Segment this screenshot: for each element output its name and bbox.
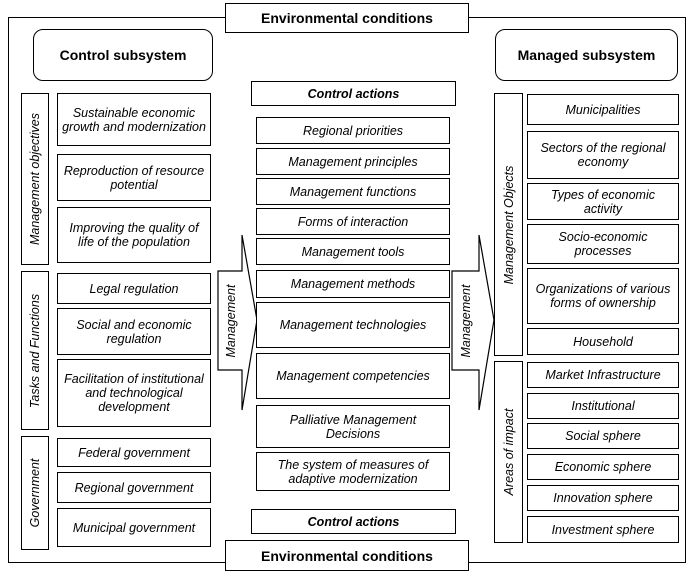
left-management-arrow bbox=[217, 234, 258, 411]
environment-top: Environmental conditions bbox=[225, 3, 469, 33]
managed-item: Market Infrastructure bbox=[527, 362, 679, 388]
managed-item: Household bbox=[527, 328, 679, 355]
center-item: Regional priorities bbox=[256, 117, 450, 144]
control-actions-header-top: Control actions bbox=[251, 81, 456, 106]
center-item: Palliative Management Decisions bbox=[256, 405, 450, 448]
arrow-label-text: Management bbox=[223, 284, 238, 358]
center-item: Management competencies bbox=[256, 353, 450, 399]
center-item: Management methods bbox=[256, 270, 450, 298]
control-item: Federal government bbox=[57, 438, 211, 467]
control-item: Social and economic regulation bbox=[57, 308, 211, 355]
group-label-tasks-functions: Tasks and Functions bbox=[21, 271, 49, 430]
group-label-text: Areas of impact bbox=[501, 408, 516, 496]
managed-item: Institutional bbox=[527, 393, 679, 419]
control-item: Sustainable economic growth and moderniz… bbox=[57, 93, 211, 146]
managed-item: Investment sphere bbox=[527, 516, 679, 543]
arrow-label-text: Management bbox=[459, 284, 473, 358]
managed-item: Innovation sphere bbox=[527, 485, 679, 511]
managed-item: Municipalities bbox=[527, 94, 679, 125]
control-item: Municipal government bbox=[57, 508, 211, 547]
group-label-areas-of-impact: Areas of impact bbox=[494, 361, 523, 543]
right-arrow-label: Management bbox=[454, 272, 478, 370]
center-item: Management tools bbox=[256, 238, 450, 265]
control-subsystem-title: Control subsystem bbox=[33, 29, 213, 81]
managed-item: Sectors of the regional economy bbox=[527, 131, 679, 179]
group-label-text: Tasks and Functions bbox=[28, 293, 42, 408]
right-management-arrow bbox=[451, 234, 495, 411]
center-item: Forms of interaction bbox=[256, 208, 450, 235]
group-label-management-objects: Management Objects bbox=[494, 93, 523, 356]
left-arrow-label: Management bbox=[219, 272, 242, 370]
control-item: Improving the quality of life of the pop… bbox=[57, 207, 211, 263]
environment-bottom: Environmental conditions bbox=[225, 540, 469, 571]
control-item: Legal regulation bbox=[57, 273, 211, 304]
managed-item: Types of economic activity bbox=[527, 183, 679, 220]
control-item: Regional government bbox=[57, 472, 211, 503]
control-actions-header-bottom: Control actions bbox=[251, 509, 456, 534]
center-item: Management technologies bbox=[256, 302, 450, 348]
managed-item: Socio-economic processes bbox=[527, 224, 679, 264]
center-item: Management functions bbox=[256, 178, 450, 205]
group-label-text: Government bbox=[28, 458, 42, 528]
group-label-text: Management Objects bbox=[501, 165, 516, 284]
group-label-text: Management objectives bbox=[28, 112, 42, 246]
managed-item: Organizations of various forms of owners… bbox=[527, 268, 679, 324]
center-item: Management principles bbox=[256, 148, 450, 175]
group-label-government: Government bbox=[21, 436, 49, 550]
managed-subsystem-title: Managed subsystem bbox=[495, 29, 678, 81]
managed-item: Economic sphere bbox=[527, 454, 679, 480]
control-item: Facilitation of institutional and techno… bbox=[57, 359, 211, 427]
center-item: The system of measures of adaptive moder… bbox=[256, 452, 450, 491]
managed-item: Social sphere bbox=[527, 423, 679, 449]
control-item: Reproduction of resource potential bbox=[57, 154, 211, 201]
group-label-management-objectives: Management objectives bbox=[21, 93, 49, 265]
